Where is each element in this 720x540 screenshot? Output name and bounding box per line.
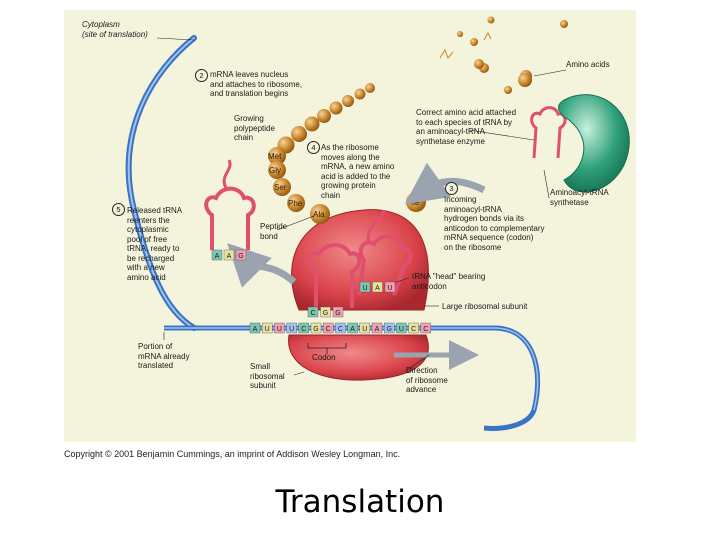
released-base-letter: A: [215, 253, 220, 260]
anticodon-p-base-letter: C: [310, 310, 315, 317]
label-peptide-bond: Peptide bond: [260, 222, 288, 241]
step-number-5: 5: [112, 203, 125, 216]
translation-diagram: Met Gly Ser Phe Ala Ile: [64, 10, 636, 442]
mrna-base-tile: [359, 322, 370, 334]
mrna-base-tile: [347, 322, 358, 334]
anticodon-a-base-letter: U: [387, 285, 392, 292]
mrna-base-letter: C: [411, 326, 416, 333]
svg-text:Ala: Ala: [313, 210, 325, 219]
svg-text:Met: Met: [268, 152, 282, 161]
mrna-base-tile: [323, 322, 334, 334]
incoming-arrow: [404, 162, 486, 205]
released-trna: [204, 186, 256, 250]
step-number-2: 2: [195, 69, 208, 82]
mrna-base-letter: A: [253, 326, 258, 333]
label-correct-amino-acid: Correct amino acid attached to each spec…: [416, 108, 517, 146]
mrna-base-tile: [335, 322, 346, 334]
label-trna-head: tRNA "head" bearing anticodon: [412, 272, 486, 291]
mrna-base-letter: G: [386, 326, 391, 333]
mrna-base-tile: [396, 322, 407, 334]
anticodon-p-base-tile: [307, 306, 319, 318]
mrna-base-tile: [274, 322, 285, 334]
anticodon-a-base-letter: U: [362, 285, 367, 292]
mrna-base-letter: A: [350, 326, 355, 333]
mrna-base-letter: C: [338, 326, 343, 333]
mrna-base-tile: [384, 322, 395, 334]
label-large-subunit: Large ribosomal subunit: [442, 302, 528, 311]
label-amino-acids: Amino acids: [566, 60, 610, 69]
svg-text:Ser: Ser: [274, 183, 287, 192]
step-number-4: 4: [307, 141, 320, 154]
mrna-base-tile: [298, 322, 310, 334]
anticodon-a-base-tile: [372, 281, 383, 293]
mrna-base-tile: [286, 322, 297, 334]
mrna-base-tile: [371, 322, 383, 334]
anticodon-p-base-tile: [332, 306, 344, 318]
label-codon: Codon: [312, 353, 336, 362]
label-small-subunit: Small ribosomal subunit: [250, 362, 285, 390]
svg-text:Phe: Phe: [288, 199, 303, 208]
mrna-base-letter: C: [326, 326, 331, 333]
mrna-base-tile: [420, 322, 431, 334]
free-amino-acids: [439, 16, 568, 94]
label-step5: Released tRNA reenters the cytoplasmic p…: [127, 206, 183, 282]
svg-text:Ile: Ile: [411, 198, 420, 207]
anticodon-p-base-letter: G: [335, 310, 340, 317]
anticodon-a-base-letter: A: [375, 285, 380, 292]
label-direction: Direction of ribosome advance: [406, 366, 448, 394]
released-base-tile: [235, 249, 247, 261]
anticodon-p-base-tile: [320, 306, 331, 318]
charged-trna-enzyme: [530, 106, 567, 159]
released-base-letter: G: [238, 253, 243, 260]
mrna-base-letter: U: [289, 326, 294, 333]
small-ribosomal-subunit: [288, 334, 429, 381]
released-base-tile: [211, 249, 223, 261]
svg-text:Gly: Gly: [269, 166, 281, 175]
mrna-base-letter: U: [399, 326, 404, 333]
mrna-base-letter: U: [265, 326, 270, 333]
mrna-base-tile: [310, 322, 322, 334]
copyright-text: Copyright © 2001 Benjamin Cummings, an i…: [64, 449, 401, 459]
label-synthetase: Aminoacyl-tRNA synthetase: [550, 188, 609, 207]
label-step2: mRNA leaves nucleus and attaches to ribo…: [210, 70, 303, 98]
mrna-base-tile: [249, 322, 261, 334]
label-step3: Incoming aminoacyl-tRNA hydrogen bonds v…: [444, 195, 545, 252]
mrna-base-letter: C: [301, 326, 306, 333]
release-arrow: [227, 243, 297, 288]
anticodon-p-base-letter: G: [323, 310, 328, 317]
mrna-base-letter: U: [277, 326, 282, 333]
anticodon-a-base-tile: [359, 281, 371, 293]
trna-a-site: [357, 234, 413, 296]
anticodon-a-base-tile: [384, 281, 396, 293]
label-cytoplasm: Cytoplasm (site of translation): [82, 20, 148, 39]
aminoacyl-trna-synthetase: [558, 94, 630, 193]
mrna-base-tile: [408, 322, 419, 334]
diagram-artwork: Met Gly Ser Phe Ala Ile: [125, 16, 630, 431]
trna-p-site: [307, 243, 362, 308]
mrna-strand-upper: [125, 35, 197, 331]
mrna-base-letter: G: [313, 326, 318, 333]
mrna-base-letter: A: [375, 326, 380, 333]
mrna-base-tile: [261, 322, 273, 334]
step-number-3: 3: [445, 182, 458, 195]
mrna-base-letter: C: [423, 326, 428, 333]
mrna-base-letter: U: [362, 326, 367, 333]
label-growing-chain: Growing polypeptide chain: [234, 114, 275, 142]
label-mrna-translated: Portion of mRNA already translated: [138, 342, 190, 370]
slide-title: Translation: [275, 484, 445, 520]
label-step4: As the ribosome moves along the mRNA, a …: [321, 143, 395, 200]
released-base-letter: A: [227, 253, 232, 260]
released-base-tile: [223, 249, 235, 261]
